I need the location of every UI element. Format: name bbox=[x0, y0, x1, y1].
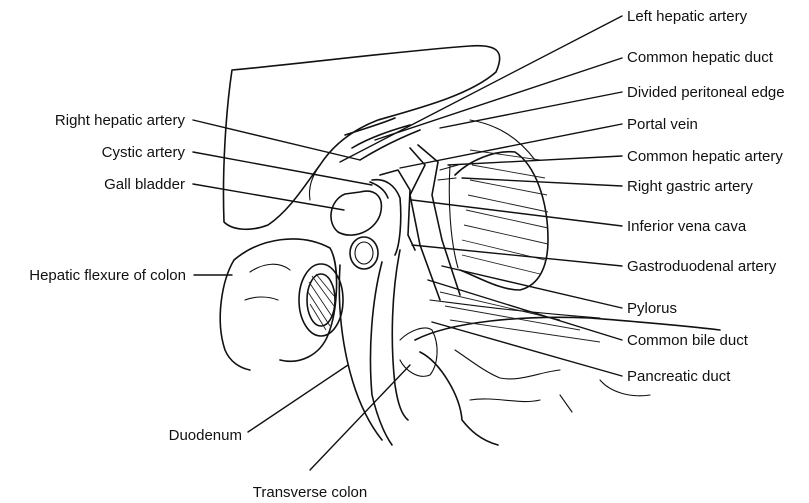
label-inferior-vena-cava: Inferior vena cava bbox=[627, 218, 747, 235]
leader-duodenum bbox=[248, 365, 348, 432]
hepatic-flexure bbox=[220, 239, 343, 370]
leader-left-hepatic-artery bbox=[340, 16, 622, 162]
label-portal-vein: Portal vein bbox=[627, 116, 698, 133]
gall-bladder bbox=[331, 191, 381, 269]
label-common-hepatic-artery: Common hepatic artery bbox=[627, 148, 783, 165]
label-pancreatic-duct: Pancreatic duct bbox=[627, 368, 731, 385]
label-gall-bladder: Gall bladder bbox=[104, 176, 185, 193]
label-divided-peritoneal-edge: Divided peritoneal edge bbox=[627, 84, 785, 101]
leader-right-gastric-artery bbox=[462, 178, 622, 186]
label-transverse-colon: Transverse colon bbox=[253, 484, 368, 501]
label-right-hepatic-artery: Right hepatic artery bbox=[55, 112, 186, 129]
leader-pancreatic-duct bbox=[432, 322, 622, 376]
label-common-bile-duct: Common bile duct bbox=[627, 332, 749, 349]
label-right-gastric-artery: Right gastric artery bbox=[627, 178, 753, 195]
leader-lines-left bbox=[193, 120, 410, 470]
label-hepatic-flexure: Hepatic flexure of colon bbox=[29, 267, 186, 284]
leader-right-hepatic-artery bbox=[193, 120, 360, 160]
leader-gall-bladder bbox=[193, 184, 344, 210]
portal-triad bbox=[345, 118, 460, 300]
leader-inferior-vena-cava bbox=[412, 200, 622, 226]
label-cystic-artery: Cystic artery bbox=[102, 144, 186, 161]
label-duodenum: Duodenum bbox=[169, 427, 242, 444]
leader-gastroduodenal-artery bbox=[412, 245, 622, 266]
label-gastroduodenal-artery: Gastroduodenal artery bbox=[627, 258, 777, 275]
label-left-hepatic-artery: Left hepatic artery bbox=[627, 8, 748, 25]
label-common-hepatic-duct: Common hepatic duct bbox=[627, 49, 774, 66]
duodenum bbox=[339, 250, 437, 445]
label-pylorus: Pylorus bbox=[627, 300, 677, 317]
stomach bbox=[449, 120, 548, 290]
